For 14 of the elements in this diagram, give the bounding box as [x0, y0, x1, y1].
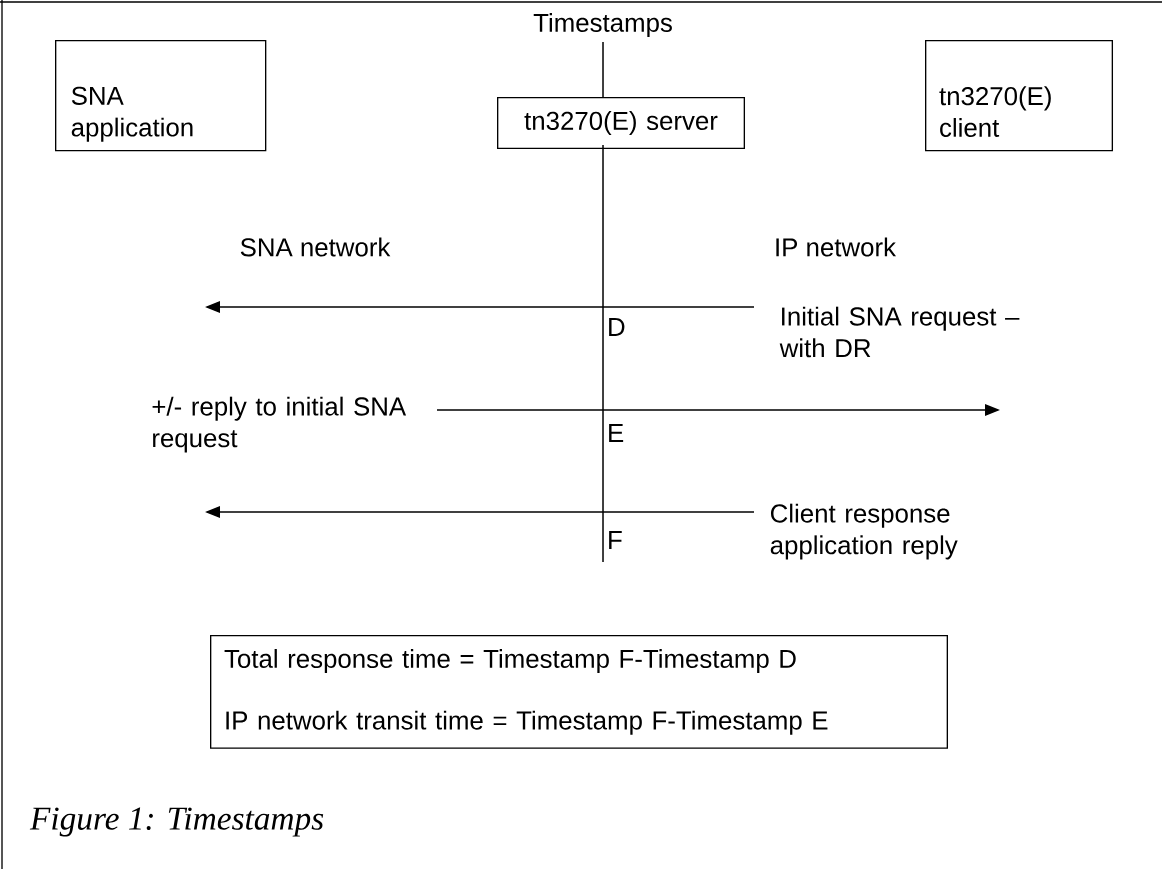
timestamp-letter: F: [609, 531, 622, 549]
caption: Figure 1: Timestamps: [29, 807, 324, 837]
message-text: Client response application reply: [770, 503, 958, 560]
network-label: SNA network: [240, 237, 391, 257]
timestamp-letter: E: [609, 424, 624, 442]
message-text: Initial SNA request – with DR: [779, 306, 1020, 358]
application-box: SNA application: [55, 40, 267, 152]
timestamp-letter: D: [609, 318, 625, 336]
formula-box: Total response time = Timestamp F-Timestamp D IP network transit time = Timestamp F-Timestamp E: [210, 635, 948, 749]
network-label: IP network: [776, 237, 896, 257]
timestamps-label: Timestamps: [533, 12, 672, 38]
client-box: tn3270(E) client: [925, 40, 1113, 152]
server-box: tn3270(E) server: [497, 97, 745, 150]
message-text: +/- reply to initial SNA request: [152, 396, 407, 453]
